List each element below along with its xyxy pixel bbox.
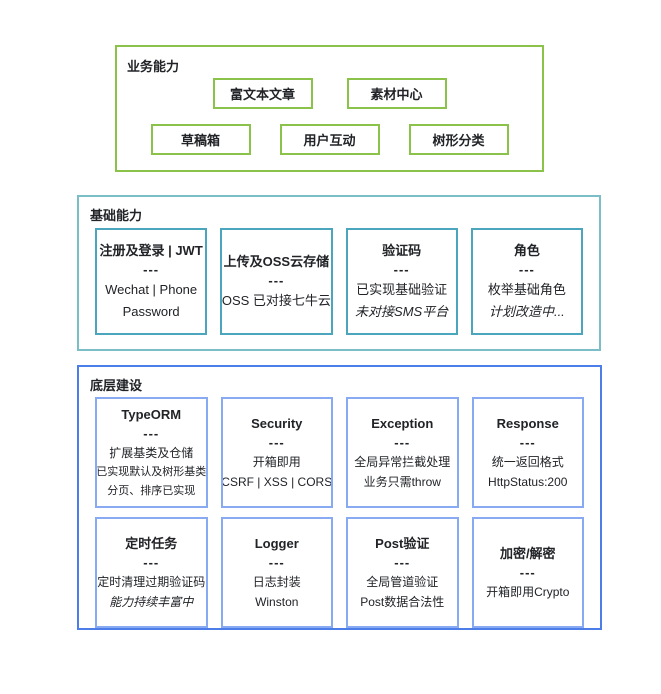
card-line: OSS 已对接七牛云 (221, 292, 331, 308)
card-separator: --- (143, 425, 160, 441)
section-business-capability: 业务能力 富文本文章 素材中心 草稿箱 用户互动 树形分类 (115, 45, 544, 172)
card-title: Exception (371, 415, 434, 431)
card-line: Winston (255, 594, 299, 609)
card-line: 已实现基础验证 (356, 281, 448, 297)
card-title: Response (496, 415, 559, 431)
card-title: 定时任务 (125, 535, 178, 551)
card-line: 计划改造中... (488, 303, 565, 319)
card-separator: --- (268, 272, 285, 288)
node-material-center: 素材中心 (346, 78, 447, 109)
card-line: 能力持续丰富中 (109, 594, 194, 609)
card-separator: --- (394, 434, 411, 450)
card-line: 统一返回格式 (491, 454, 564, 469)
card-separator: --- (268, 434, 285, 450)
card-line: 日志封装 (252, 574, 301, 589)
card-response: Response --- 统一返回格式 HttpStatus:200 (471, 397, 584, 508)
card-upload-oss: 上传及OSS云存储 --- OSS 已对接七牛云 (220, 228, 333, 335)
card-separator: --- (393, 261, 410, 277)
card-separator: --- (519, 434, 536, 450)
node-draft-box: 草稿箱 (150, 124, 251, 155)
card-separator: --- (394, 554, 411, 570)
card-line: 未对接SMS平台 (355, 303, 449, 319)
node-user-interaction: 用户互动 (279, 124, 380, 155)
card-line: 分页、排序已实现 (107, 484, 196, 497)
card-security: Security --- 开箱即用 CSRF | XSS | CORS (220, 397, 333, 508)
card-title: TypeORM (121, 406, 182, 422)
card-separator: --- (143, 261, 160, 277)
card-line: 开箱即用Crypto (486, 584, 570, 599)
card-title: 上传及OSS云存储 (223, 253, 330, 269)
card-role: 角色 --- 枚举基础角色 计划改造中... (470, 228, 583, 335)
card-separator: --- (268, 554, 285, 570)
card-separator: --- (518, 261, 535, 277)
card-line: 全局管道验证 (366, 574, 439, 589)
card-line: 全局异常拦截处理 (354, 454, 451, 469)
infrastructure-cards-grid: TypeORM --- 扩展基类及仓储 已实现默认及树形基类 分页、排序已实现 … (79, 394, 600, 628)
section-infrastructure-label: 底层建设 (90, 378, 143, 393)
card-line: 扩展基类及仓储 (109, 445, 194, 460)
card-line: 已实现默认及树形基类 (96, 465, 207, 478)
card-title: 验证码 (382, 242, 422, 258)
card-separator: --- (519, 564, 536, 580)
card-line: Password (122, 303, 180, 319)
card-line: 业务只需throw (363, 474, 441, 489)
card-register-login-jwt: 注册及登录 | JWT --- Wechat | Phone Password (95, 228, 208, 335)
foundation-cards-row: 注册及登录 | JWT --- Wechat | Phone Password … (79, 224, 599, 335)
section-foundation-label: 基础能力 (90, 208, 143, 223)
section-infrastructure: 底层建设 TypeORM --- 扩展基类及仓储 已实现默认及树形基类 分页、排… (77, 365, 602, 630)
card-line: Wechat | Phone (105, 281, 198, 297)
card-captcha: 验证码 --- 已实现基础验证 未对接SMS平台 (345, 228, 458, 335)
card-title: 注册及登录 | JWT (99, 242, 203, 258)
card-line: HttpStatus:200 (488, 474, 568, 489)
node-tree-category: 树形分类 (408, 124, 509, 155)
card-line: 开箱即用 (252, 454, 301, 469)
card-logger: Logger --- 日志封装 Winston (220, 517, 333, 628)
section-business-label: 业务能力 (127, 59, 180, 74)
node-rich-text-article: 富文本文章 (212, 78, 313, 109)
card-title: Logger (254, 535, 299, 551)
card-line: 枚举基础角色 (487, 281, 566, 297)
card-title: Security (251, 415, 303, 431)
card-title: 角色 (513, 242, 540, 258)
card-title: Post验证 (375, 535, 430, 551)
card-line: 定时清理过期验证码 (97, 574, 206, 589)
card-post-validation: Post验证 --- 全局管道验证 Post数据合法性 (346, 517, 459, 628)
card-scheduled-task: 定时任务 --- 定时清理过期验证码 能力持续丰富中 (95, 517, 208, 628)
business-row-1: 富文本文章 素材中心 (117, 78, 542, 109)
card-title: 加密/解密 (499, 545, 556, 561)
card-separator: --- (143, 554, 160, 570)
card-line: CSRF | XSS | CORS (221, 474, 333, 489)
card-line: Post数据合法性 (360, 594, 445, 609)
card-typeorm: TypeORM --- 扩展基类及仓储 已实现默认及树形基类 分页、排序已实现 (95, 397, 208, 508)
section-foundation-capability: 基础能力 注册及登录 | JWT --- Wechat | Phone Pass… (77, 195, 601, 351)
business-row-2: 草稿箱 用户互动 树形分类 (117, 124, 542, 155)
card-exception: Exception --- 全局异常拦截处理 业务只需throw (346, 397, 459, 508)
card-crypto: 加密/解密 --- 开箱即用Crypto (471, 517, 584, 628)
